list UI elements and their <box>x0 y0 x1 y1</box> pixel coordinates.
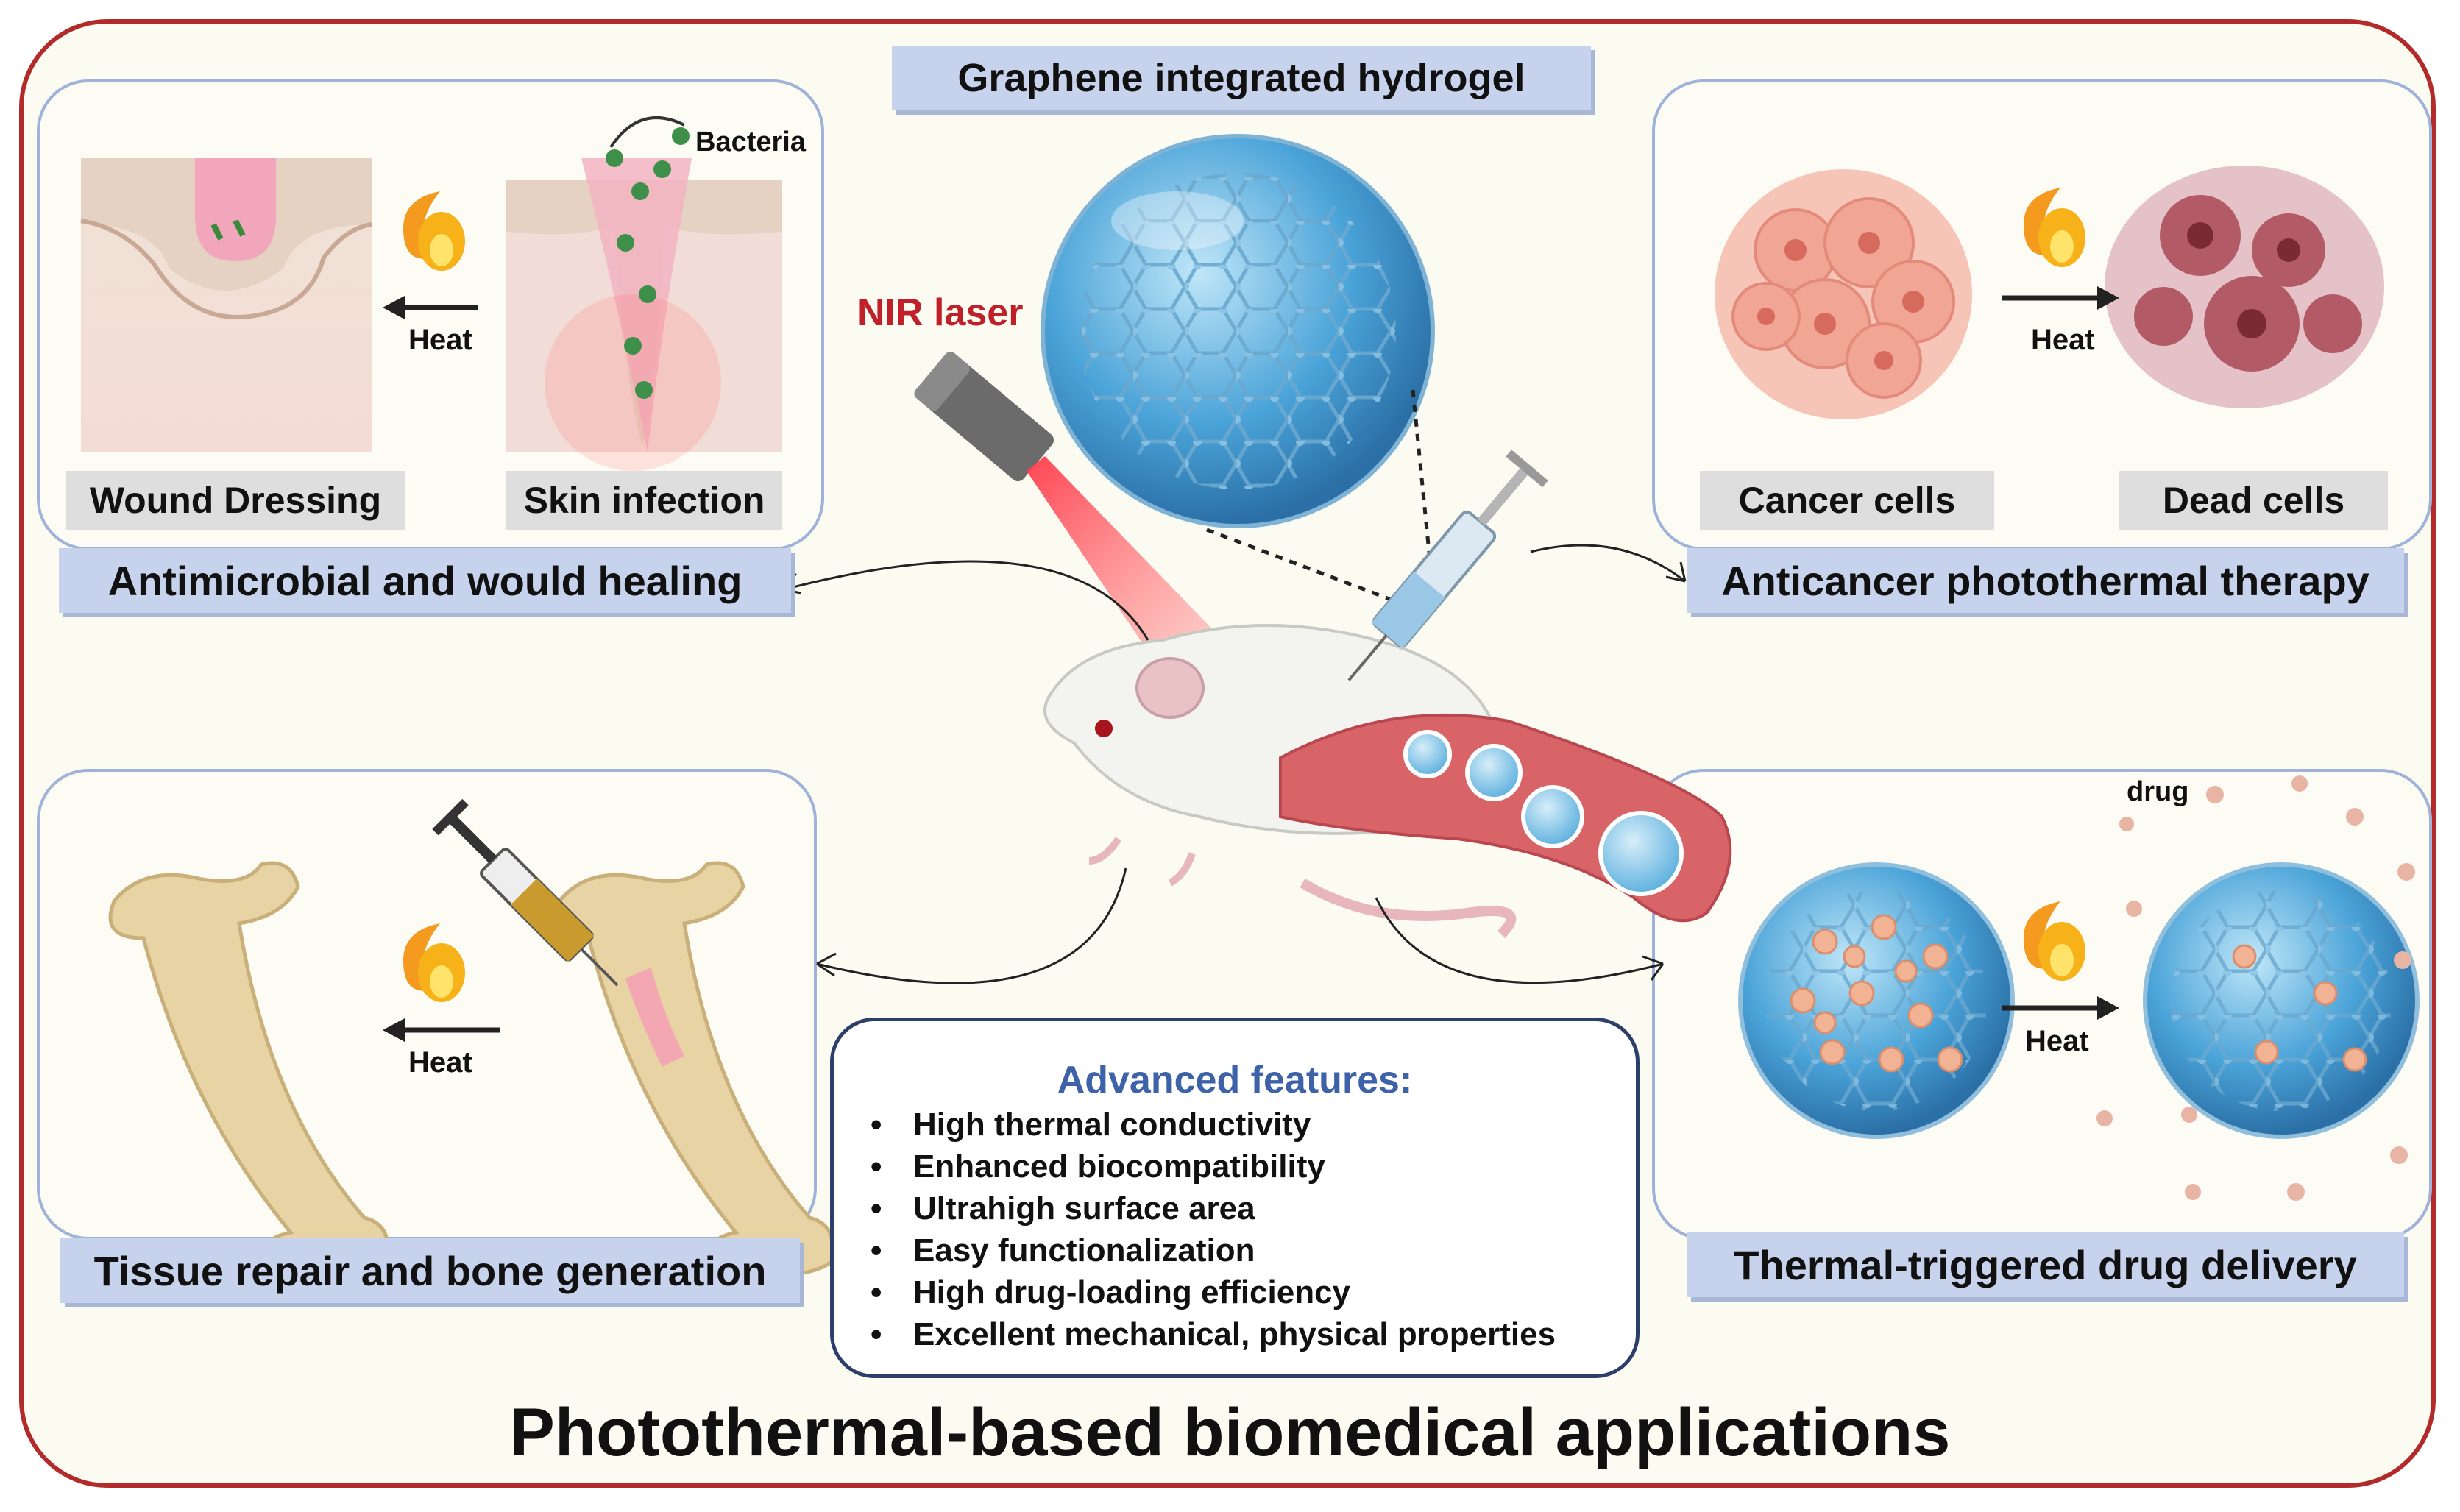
loaded-sphere-illustration <box>1738 862 2015 1139</box>
skin-infection-illustration <box>506 116 782 471</box>
feature-item: High thermal conductivity <box>871 1104 1556 1146</box>
anticancer-title: Anticancer photothermal therapy <box>1687 548 2404 613</box>
tissue-syringe <box>432 798 619 987</box>
dead-cells-caption: Dead cells <box>2119 471 2388 530</box>
released-drug-particles <box>2096 775 2415 1201</box>
dead-cells-illustration <box>2105 166 2384 408</box>
antimicrobial-heat-arrow <box>383 191 478 319</box>
tissue-title: Tissue repair and bone generation <box>60 1238 800 1303</box>
connector-arrows <box>779 544 1687 984</box>
blood-vessel-illustration <box>1279 713 1732 923</box>
tissue-heat-arrow <box>383 923 500 1042</box>
cancer-cells-illustration <box>1715 169 1972 419</box>
feature-item: Excellent mechanical, physical propertie… <box>871 1313 1556 1355</box>
anticancer-heat-arrow <box>2002 188 2119 310</box>
feature-item: Easy functionalization <box>871 1229 1556 1271</box>
antimicrobial-title: Antimicrobial and would healing <box>59 548 791 613</box>
wound-dressing-illustration <box>80 158 372 452</box>
center-label: Graphene integrated hydrogel <box>892 46 1591 110</box>
drug-heat-arrow <box>2002 901 2119 1020</box>
heat-label-drug: Heat <box>2025 1025 2089 1057</box>
heat-label-tissue: Heat <box>408 1046 472 1079</box>
advanced-features-heading: Advanced features: <box>1057 1059 1413 1101</box>
bacteria-label: Bacteria <box>695 127 806 157</box>
feature-item: Ultrahigh surface area <box>871 1188 1556 1229</box>
drug-label: drug <box>2127 776 2189 807</box>
heat-label-anticancer: Heat <box>2031 324 2095 356</box>
bone-healthy-illustration <box>108 861 390 1277</box>
nir-laser-label: NIR laser <box>857 291 1024 334</box>
heat-label-antimicrobial: Heat <box>408 324 472 356</box>
main-title: Photothermal-based biomedical applicatio… <box>509 1395 1951 1470</box>
bone-injected-illustration <box>553 861 835 1277</box>
advanced-features-box: Advanced features: High thermal conducti… <box>830 1018 1640 1378</box>
released-sphere-illustration <box>2143 862 2420 1139</box>
graphene-hydrogel-sphere <box>1041 134 1435 528</box>
wound-dressing-caption: Wound Dressing <box>66 471 405 530</box>
center-syringe <box>1347 450 1548 681</box>
drug-delivery-title: Thermal-triggered drug delivery <box>1687 1232 2404 1297</box>
skin-infection-caption: Skin infection <box>506 471 782 530</box>
cancer-cells-caption: Cancer cells <box>1700 471 1994 530</box>
feature-item: Enhanced biocompatibility <box>871 1146 1556 1188</box>
advanced-features-list: High thermal conductivity Enhanced bioco… <box>871 1104 1556 1355</box>
nir-laser-device <box>914 351 1266 684</box>
feature-item: High drug-loading efficiency <box>871 1271 1556 1313</box>
